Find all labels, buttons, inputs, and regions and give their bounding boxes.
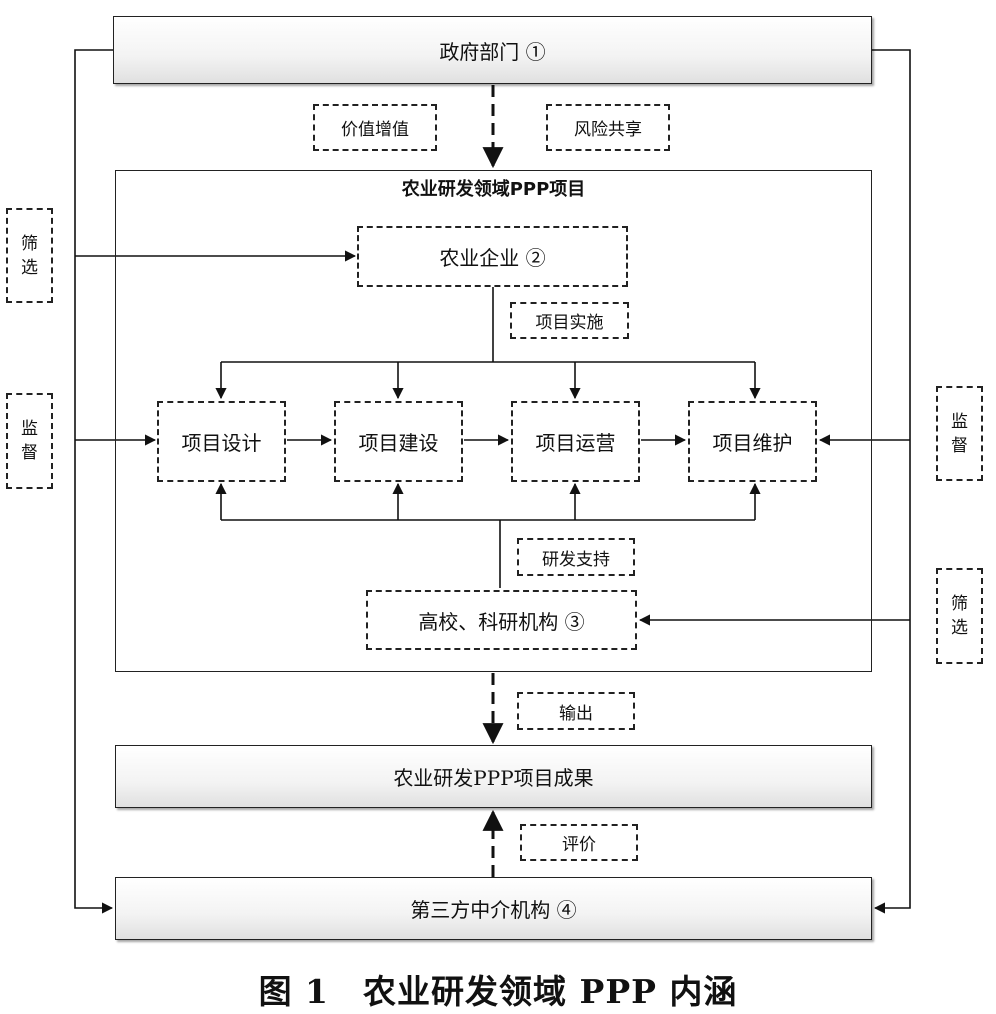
result-box: 农业研发PPP项目成果 xyxy=(115,745,872,808)
value-added-label: 价值增值 xyxy=(341,120,409,140)
step-build-box: 项目建设 xyxy=(334,401,463,482)
project-container xyxy=(115,170,872,672)
right-screening-char-1: 筛 xyxy=(951,594,968,614)
step-build-label: 项目建设 xyxy=(358,431,439,455)
right-screening-char-2: 选 xyxy=(951,618,968,638)
right-supervision-char-2: 督 xyxy=(951,435,968,456)
output-label: 输出 xyxy=(559,703,593,724)
step-design-box: 项目设计 xyxy=(157,401,286,482)
enterprise-box: 农业企业 ② xyxy=(357,226,628,287)
third-party-box: 第三方中介机构 ④ xyxy=(115,877,872,940)
evaluation-tag: 评价 xyxy=(520,824,638,861)
left-screening-char-1: 筛 xyxy=(21,233,38,254)
universities-label: 高校、科研机构 ③ xyxy=(418,609,585,634)
left-supervision-tag: 监 督 xyxy=(6,393,53,489)
government-label: 政府部门 ① xyxy=(439,39,546,64)
implementation-label: 项目实施 xyxy=(535,313,604,333)
left-supervision-char-1: 监 xyxy=(21,419,38,439)
third-party-label: 第三方中介机构 ④ xyxy=(410,898,577,922)
risk-sharing-tag: 风险共享 xyxy=(546,104,670,151)
left-supervision-char-2: 督 xyxy=(21,443,38,463)
right-screening-tag: 筛 选 xyxy=(936,568,983,664)
right-supervision-char-1: 监 xyxy=(951,411,968,432)
left-loop-line xyxy=(74,49,114,914)
figure-caption: 图 1 农业研发领域 PPP 内涵 xyxy=(258,972,738,1011)
rd-support-label: 研发支持 xyxy=(542,549,610,570)
step-design-label: 项目设计 xyxy=(181,431,262,455)
evaluation-label: 评价 xyxy=(562,835,596,855)
step-operate-box: 项目运营 xyxy=(511,401,640,482)
output-tag: 输出 xyxy=(517,692,635,730)
step-maintain-box: 项目维护 xyxy=(688,401,817,482)
result-label: 农业研发PPP项目成果 xyxy=(393,766,594,790)
right-loop-line xyxy=(872,49,911,914)
right-supervision-tag: 监 督 xyxy=(936,386,983,481)
step-operate-label: 项目运营 xyxy=(535,431,616,455)
value-added-tag: 价值增值 xyxy=(313,104,437,151)
left-screening-tag: 筛 选 xyxy=(6,208,53,303)
risk-sharing-label: 风险共享 xyxy=(574,120,642,140)
project-title: 农业研发领域PPP项目 xyxy=(401,179,586,200)
enterprise-label: 农业企业 ② xyxy=(439,246,546,270)
implementation-tag: 项目实施 xyxy=(510,302,629,339)
universities-box: 高校、科研机构 ③ xyxy=(366,590,637,650)
step-maintain-label: 项目维护 xyxy=(712,431,793,455)
left-screening-char-2: 选 xyxy=(21,257,38,278)
government-box: 政府部门 ① xyxy=(113,16,872,84)
rd-support-tag: 研发支持 xyxy=(517,538,635,576)
